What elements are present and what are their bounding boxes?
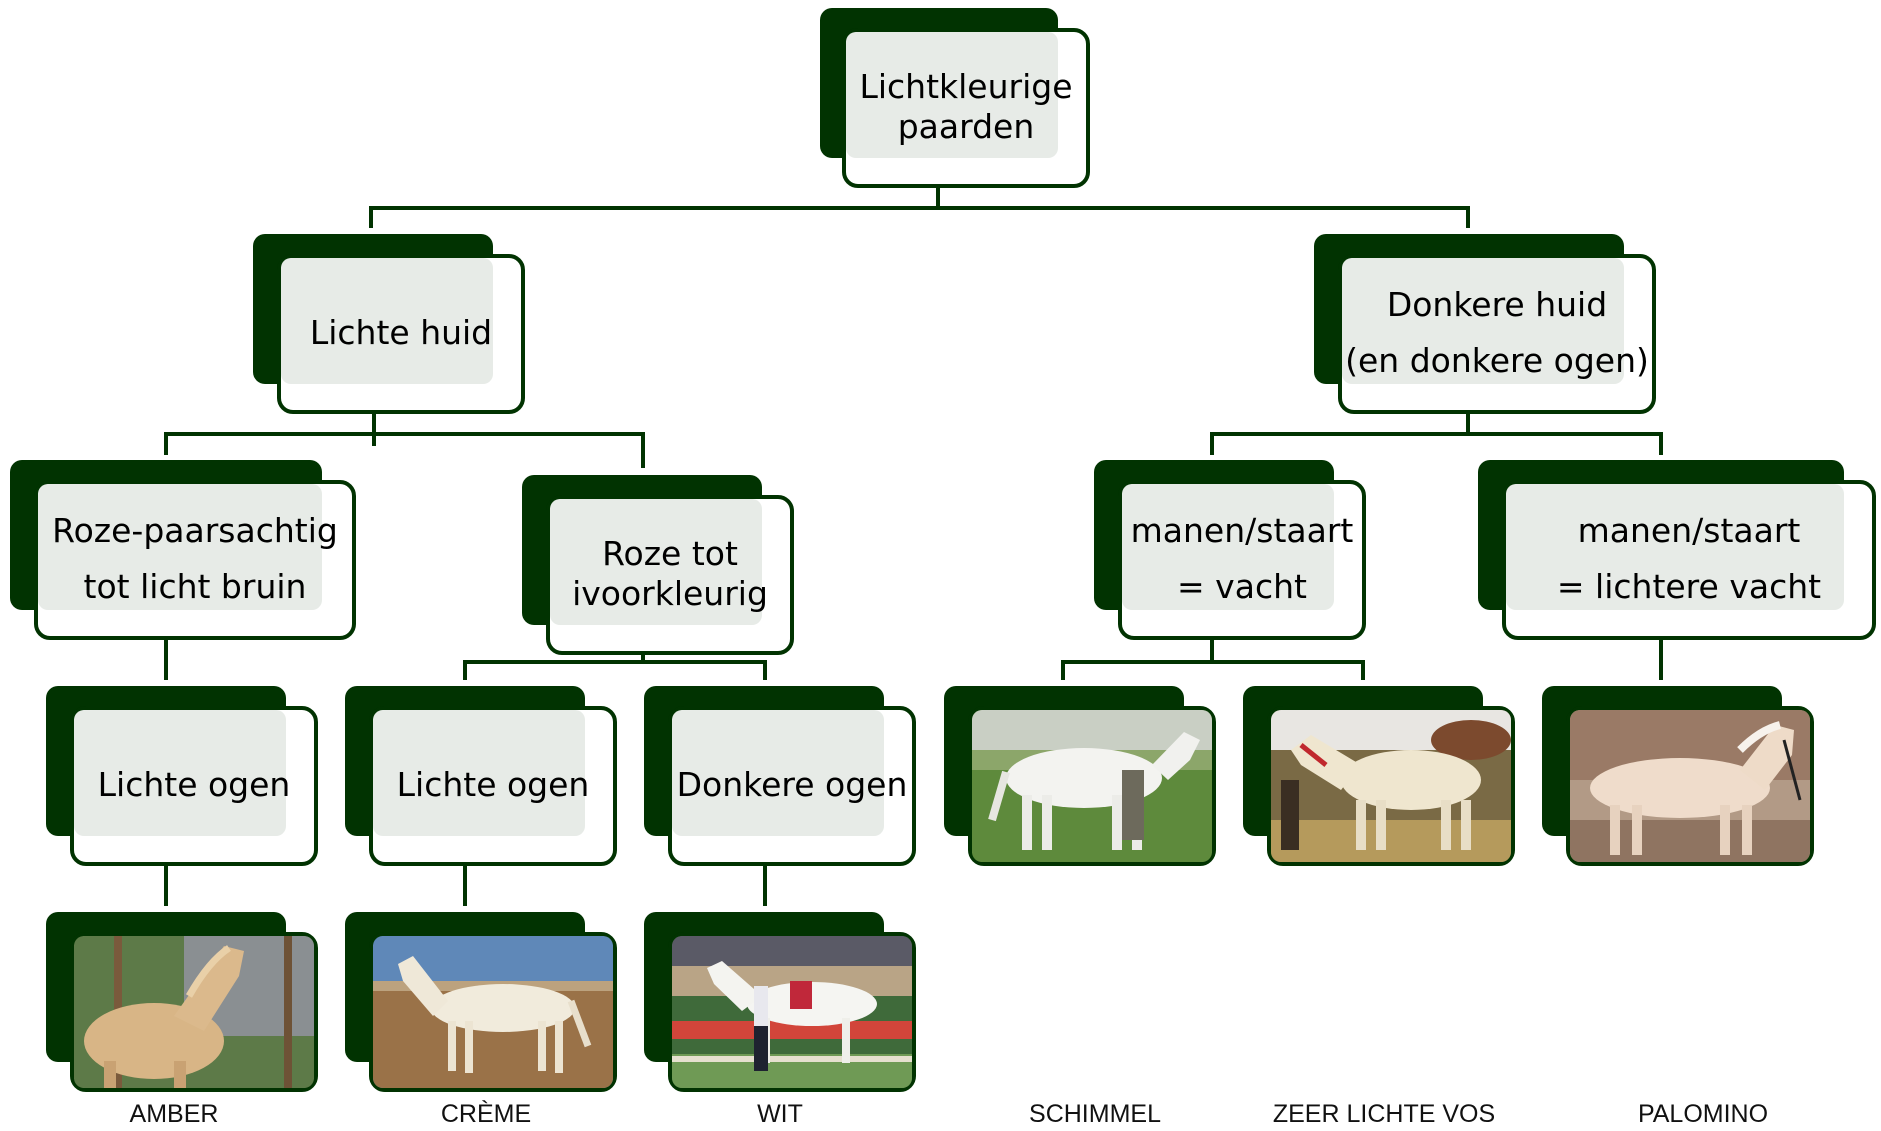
wit-photo bbox=[672, 936, 912, 1088]
node-roze-tot-ivoorkleurig: Roze tot ivoorkleurig bbox=[522, 475, 794, 655]
palomino-photo-node bbox=[1542, 686, 1814, 866]
schimmel-photo bbox=[972, 710, 1212, 862]
root-label: Lichtkleurige paarden bbox=[846, 32, 1086, 182]
caption-zeer-lichte-vos-text: ZEER LICHTE VOS bbox=[1272, 1100, 1496, 1128]
roze-paarsachtig-text: Roze-paarsachtig tot licht bruin bbox=[52, 510, 338, 606]
node-roze-paarsachtig: Roze-paarsachtig tot licht bruin bbox=[10, 460, 356, 640]
node-roze-paarsachtig-label: Roze-paarsachtig tot licht bruin bbox=[38, 484, 352, 634]
roze-tot-ivoorkleurig-text: Roze tot ivoorkleurig bbox=[572, 534, 768, 613]
palomino-photo bbox=[1570, 710, 1810, 862]
lichte-huid-text: Lichte huid bbox=[309, 313, 493, 353]
node-manen-staart-vacht-label: manen/staart = vacht bbox=[1122, 484, 1362, 634]
node-donkere-huid: Donkere huid (en donkere ogen) bbox=[1314, 234, 1656, 414]
creme-photo bbox=[373, 936, 613, 1088]
caption-wit: WIT bbox=[630, 1100, 930, 1129]
node-lichte-huid-label: Lichte huid bbox=[281, 258, 521, 408]
node-donkere-ogen-label: Donkere ogen bbox=[672, 710, 912, 860]
caption-wit-text: WIT bbox=[757, 1100, 803, 1128]
caption-zeer-lichte-vos: ZEER LICHTE VOS bbox=[1234, 1100, 1534, 1129]
wit-photo-node bbox=[644, 912, 916, 1092]
donkere-ogen-text: Donkere ogen bbox=[676, 765, 908, 805]
node-lichte-ogen-2-label: Lichte ogen bbox=[373, 710, 613, 860]
node-lichte-ogen-1-label: Lichte ogen bbox=[74, 710, 314, 860]
caption-amber: AMBER bbox=[24, 1100, 324, 1129]
caption-schimmel: SCHIMMEL bbox=[945, 1100, 1245, 1129]
caption-amber-text: AMBER bbox=[129, 1100, 219, 1128]
zeer-lichte-vos-photo-node bbox=[1243, 686, 1515, 866]
donkere-huid-text: Donkere huid (en donkere ogen) bbox=[1345, 284, 1649, 380]
node-manen-staart-lichtere-vacht-label: manen/staart = lichtere vacht bbox=[1506, 484, 1872, 634]
node-lichte-ogen-2: Lichte ogen bbox=[345, 686, 617, 866]
creme-photo-node bbox=[345, 912, 617, 1092]
amber-photo-node bbox=[46, 912, 318, 1092]
caption-schimmel-text: SCHIMMEL bbox=[1029, 1100, 1161, 1128]
schimmel-photo-node bbox=[944, 686, 1216, 866]
manen-staart-lichtere-vacht-text: manen/staart = lichtere vacht bbox=[1556, 510, 1822, 606]
amber-photo bbox=[74, 936, 314, 1088]
root-node: Lichtkleurige paarden bbox=[820, 8, 1090, 188]
node-manen-staart-vacht: manen/staart = vacht bbox=[1094, 460, 1366, 640]
caption-palomino-text: PALOMINO bbox=[1637, 1100, 1769, 1128]
node-lichte-ogen-1: Lichte ogen bbox=[46, 686, 318, 866]
node-donkere-huid-label: Donkere huid (en donkere ogen) bbox=[1342, 258, 1652, 408]
manen-staart-vacht-text: manen/staart = vacht bbox=[1130, 510, 1354, 606]
caption-palomino: PALOMINO bbox=[1553, 1100, 1853, 1129]
node-lichte-huid: Lichte huid bbox=[253, 234, 525, 414]
node-roze-tot-ivoorkleurig-label: Roze tot ivoorkleurig bbox=[550, 499, 790, 649]
node-manen-staart-lichtere-vacht: manen/staart = lichtere vacht bbox=[1478, 460, 1876, 640]
caption-creme-text: CRÈME bbox=[440, 1100, 532, 1128]
lichte-ogen-1-text: Lichte ogen bbox=[97, 765, 291, 805]
caption-creme: CRÈME bbox=[336, 1100, 636, 1129]
node-donkere-ogen: Donkere ogen bbox=[644, 686, 916, 866]
zeer-lichte-vos-photo bbox=[1271, 710, 1511, 862]
root-label-text: Lichtkleurige paarden bbox=[859, 67, 1073, 146]
lichte-ogen-2-text: Lichte ogen bbox=[396, 765, 590, 805]
